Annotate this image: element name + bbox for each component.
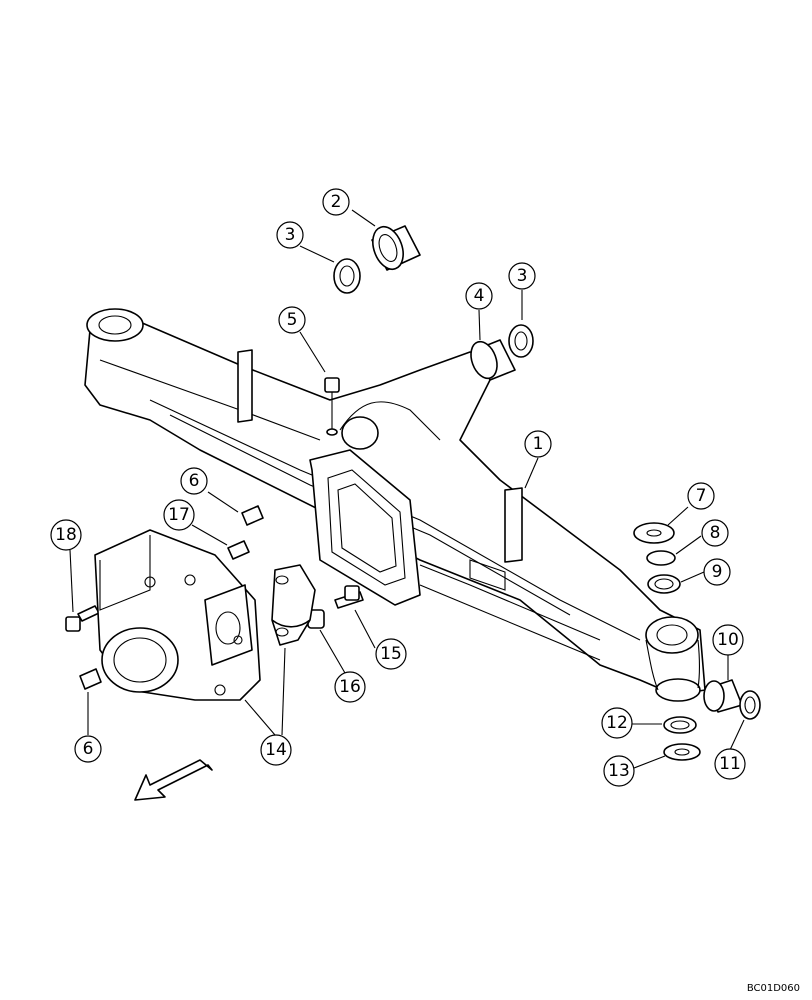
svg-text:12: 12: [606, 713, 628, 733]
plug-part-6-b: [79, 668, 102, 690]
callout-17: 17: [163, 499, 195, 531]
washer-part-3-a: [333, 258, 361, 294]
dowel-part-17: [227, 540, 250, 560]
svg-text:1: 1: [533, 434, 544, 454]
svg-text:5: 5: [287, 310, 298, 330]
bearing-cap-part-14: [271, 564, 316, 646]
callout-11: 11: [714, 748, 746, 780]
callout-14: 14: [260, 734, 292, 766]
callout-2: 2: [322, 188, 350, 216]
svg-text:15: 15: [380, 644, 402, 664]
svg-text:4: 4: [474, 286, 485, 306]
callout-15: 15: [375, 638, 407, 670]
svg-text:18: 18: [55, 525, 77, 545]
bearing-part-12: [663, 716, 697, 734]
svg-text:11: 11: [719, 754, 741, 774]
plug-part-6-a: [241, 505, 264, 526]
washer-part-13: [663, 743, 701, 761]
callout-13: 13: [603, 755, 635, 787]
svg-text:7: 7: [696, 486, 707, 506]
callout-9: 9: [703, 558, 731, 586]
callout-6-lower: 6: [74, 735, 102, 763]
callout-8: 8: [701, 519, 729, 547]
seal-part-11: [739, 690, 761, 720]
washer-part-7: [633, 522, 675, 544]
svg-text:14: 14: [265, 740, 287, 760]
svg-text:13: 13: [608, 761, 630, 781]
svg-text:2: 2: [331, 192, 342, 212]
leader-lines: [69, 209, 745, 769]
callout-10: 10: [712, 624, 744, 656]
svg-text:10: 10: [717, 630, 739, 650]
bearing-part-9: [647, 574, 681, 594]
callout-6-upper: 6: [180, 467, 208, 495]
bolt-part-18: [65, 605, 100, 632]
svg-text:3: 3: [517, 266, 528, 286]
callout-18: 18: [50, 519, 82, 551]
washer-part-3-b: [508, 324, 534, 358]
bolt-part-15: [334, 585, 364, 609]
svg-text:6: 6: [189, 471, 200, 491]
bushing-part-4: [470, 339, 516, 381]
bushing-part-2: [371, 225, 421, 271]
callout-7: 7: [687, 482, 715, 510]
callout-12: 12: [601, 707, 633, 739]
reference-code: BC01D060: [746, 983, 800, 994]
axle-housing: [84, 308, 706, 702]
ring-part-8: [646, 550, 676, 566]
callout-3-upper-right: 3: [508, 262, 536, 290]
direction-arrow-icon: [134, 759, 213, 801]
callout-5: 5: [278, 306, 306, 334]
svg-text:17: 17: [168, 505, 190, 525]
svg-text:3: 3: [285, 225, 296, 245]
differential-carrier: [94, 529, 261, 701]
callout-16: 16: [334, 671, 366, 703]
bushing-part-10: [703, 679, 743, 713]
svg-text:9: 9: [712, 562, 723, 582]
svg-text:8: 8: [710, 523, 721, 543]
callout-4: 4: [465, 282, 493, 310]
svg-text:16: 16: [339, 677, 361, 697]
callout-1: 1: [524, 430, 552, 458]
grease-fitting-part-5: [324, 377, 340, 436]
callout-3-upper-left: 3: [276, 221, 304, 249]
svg-text:6: 6: [83, 739, 94, 759]
